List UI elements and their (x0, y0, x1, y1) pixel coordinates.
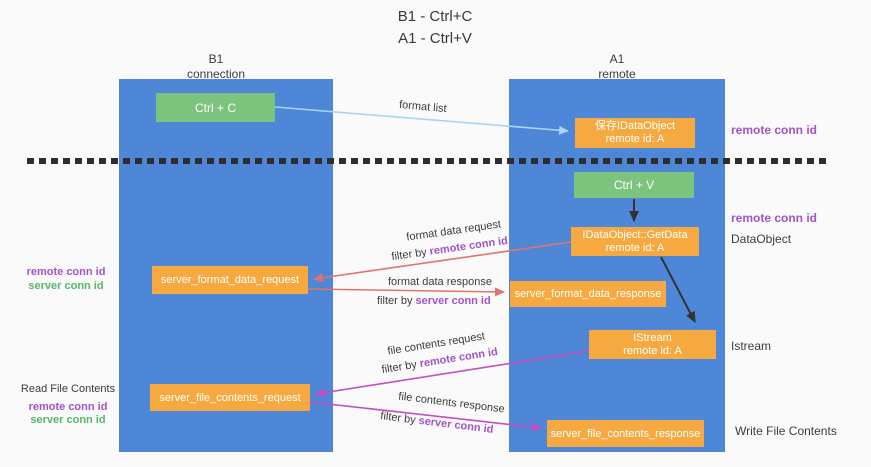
save-idataobject-line1: 保存IDataObject (594, 120, 676, 132)
lane-a1-title: A1 (609, 52, 625, 66)
filter-key-server-conn-id: server conn id (417, 414, 495, 436)
lane-b1-title: B1 (208, 52, 224, 66)
flow-label-format-data-response: format data response (388, 276, 492, 288)
filter-prefix: filter by (377, 295, 416, 307)
flow-filter-format-data-response: filter by server conn id (377, 295, 491, 307)
annotation-remote-conn-id-mid: remote conn id (731, 211, 818, 225)
save-idataobject-line2: remote id: A (605, 133, 665, 145)
node-save-idataobject: 保存IDataObject remote id: A (575, 118, 695, 148)
node-idataobject-getdata: IDataObject::GetData remote id: A (571, 227, 699, 256)
annotation-left-bottom: Read File Contents remote conn id server… (18, 383, 118, 427)
left-bottom-server-conn-id: server conn id (30, 414, 106, 426)
annotation-istream: Istream (731, 339, 772, 353)
filter-key-server-conn-id: server conn id (415, 295, 491, 307)
lane-a1-subtitle: remote (598, 67, 636, 81)
left-mid-remote-conn-id: remote conn id (26, 266, 106, 278)
node-server-format-data-request: server_format_data_request (152, 266, 308, 294)
lane-header-a1: A1 remote (557, 52, 677, 82)
istream-line2: remote id: A (623, 344, 682, 357)
flow-filter-file-contents-response: filter by server conn id (380, 410, 494, 436)
lane-header-b1: B1 connection (156, 52, 276, 82)
annotation-left-mid: remote conn id server conn id (18, 265, 114, 293)
title-line-1: B1 - Ctrl+C (397, 8, 473, 25)
title-line-2: A1 - Ctrl+V (398, 30, 472, 47)
flow-label-format-list: format list (398, 98, 448, 116)
node-ctrl-c: Ctrl + C (156, 93, 275, 122)
node-istream: IStream remote id: A (589, 330, 716, 359)
ctrl-v-label: Ctrl + V (613, 178, 655, 192)
filter-prefix: filter by (390, 245, 431, 264)
arrow-format-data-response (307, 287, 505, 297)
read-file-contents-label: Read File Contents (20, 383, 116, 395)
node-server-file-contents-response: server_file_contents_response (547, 420, 704, 447)
server-format-data-response-label: server_format_data_response (514, 288, 662, 300)
node-server-file-contents-request: server_file_contents_request (150, 384, 310, 411)
lane-b1-subtitle: connection (186, 67, 246, 81)
filter-prefix: filter by (379, 410, 420, 427)
istream-line1: IStream (633, 331, 672, 344)
ctrl-c-label: Ctrl + C (194, 100, 236, 115)
flow-label-file-contents-response: file contents response (397, 390, 506, 416)
annotation-dataobject: DataObject (731, 232, 792, 246)
annotation-write-file-contents: Write File Contents (735, 424, 837, 438)
left-bottom-remote-conn-id: remote conn id (28, 401, 108, 413)
server-file-contents-request-label: server_file_contents_request (159, 391, 301, 404)
getdata-line1: IDataObject::GetData (582, 228, 688, 241)
server-format-data-request-label: server_format_data_request (160, 274, 300, 286)
diagram-title: B1 - Ctrl+C A1 - Ctrl+V (330, 6, 540, 50)
left-mid-server-conn-id: server conn id (28, 280, 104, 292)
node-server-format-data-response: server_format_data_response (510, 281, 666, 307)
server-file-contents-response-label: server_file_contents_response (550, 427, 701, 440)
filter-prefix: filter by (380, 358, 421, 377)
node-ctrl-v: Ctrl + V (574, 172, 694, 198)
getdata-line2: remote id: A (605, 241, 665, 254)
annotation-remote-conn-id-top: remote conn id (731, 123, 818, 137)
